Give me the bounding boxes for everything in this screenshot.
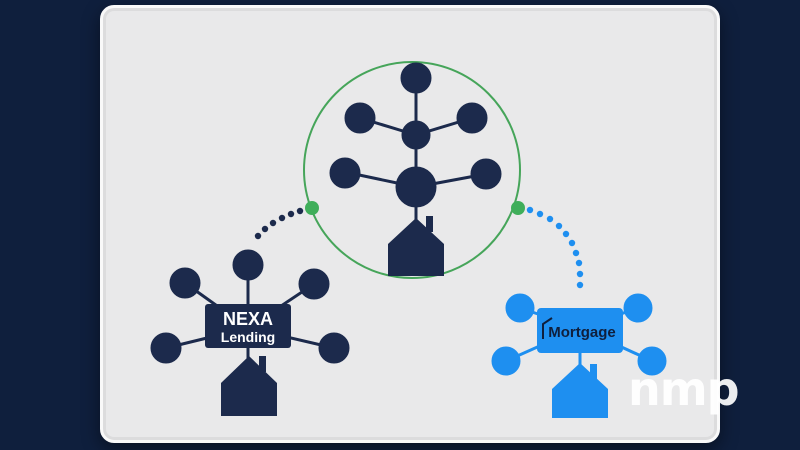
mortgage-logo-text: Mortgage (548, 324, 616, 341)
node (232, 249, 264, 281)
hub-node (395, 166, 437, 208)
node (150, 332, 182, 364)
node (623, 293, 653, 323)
connector-node-right (511, 201, 525, 215)
node (470, 158, 502, 190)
nmp-watermark-logo: nmp (628, 362, 740, 416)
node (298, 268, 330, 300)
dotted-connector-right (526, 206, 584, 289)
node (456, 102, 488, 134)
node (491, 346, 521, 376)
nexa-logo-line1: NEXA (223, 309, 273, 329)
nexa-lending-logo-box (205, 304, 291, 348)
mortgage-logo-box (537, 308, 623, 353)
node (637, 346, 667, 376)
mortgage-house-logo-icon (542, 317, 553, 339)
center-network (329, 62, 502, 228)
house-icon-left (221, 356, 277, 416)
node (401, 120, 431, 150)
node (344, 102, 376, 134)
node (400, 62, 432, 94)
nexa-logo-line2: Lending (221, 329, 275, 345)
house-icon-center (388, 216, 444, 276)
node (329, 157, 361, 189)
house-icon-right (552, 363, 608, 418)
center-circle-outline (303, 61, 521, 279)
node (318, 332, 350, 364)
dotted-connector-left (254, 207, 304, 240)
node (505, 293, 535, 323)
connector-node-left (305, 201, 319, 215)
node (169, 267, 201, 299)
